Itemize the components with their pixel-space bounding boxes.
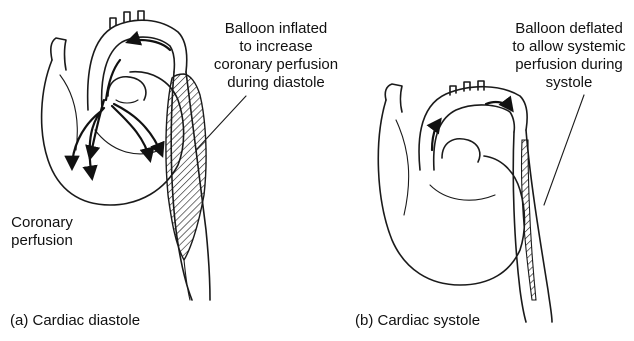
annotation-line: Balloon inflated <box>188 20 364 38</box>
heart-systole-drawing <box>378 81 584 322</box>
annotation-line: during diastole <box>188 74 364 92</box>
caption-cardiac-diastole: (a) Cardiac diastole <box>10 312 140 330</box>
annotation-line: coronary perfusion <box>188 56 364 74</box>
annotation-line: systole <box>496 74 634 92</box>
caption-cardiac-systole: (b) Cardiac systole <box>355 312 480 330</box>
annotation-line: to allow systemic <box>496 38 634 56</box>
perfusion-line: Coronary <box>2 214 82 232</box>
coronary-perfusion-label: Coronary perfusion <box>2 214 82 250</box>
balloon-deflated-annotation: Balloon deflated to allow systemic perfu… <box>496 20 634 92</box>
annotation-line: to increase <box>188 38 364 56</box>
perfusion-line: perfusion <box>2 232 82 250</box>
balloon-inflated-annotation: Balloon inflated to increase coronary pe… <box>188 20 364 92</box>
annotation-line: Balloon deflated <box>496 20 634 38</box>
annotation-line: perfusion during <box>496 56 634 74</box>
